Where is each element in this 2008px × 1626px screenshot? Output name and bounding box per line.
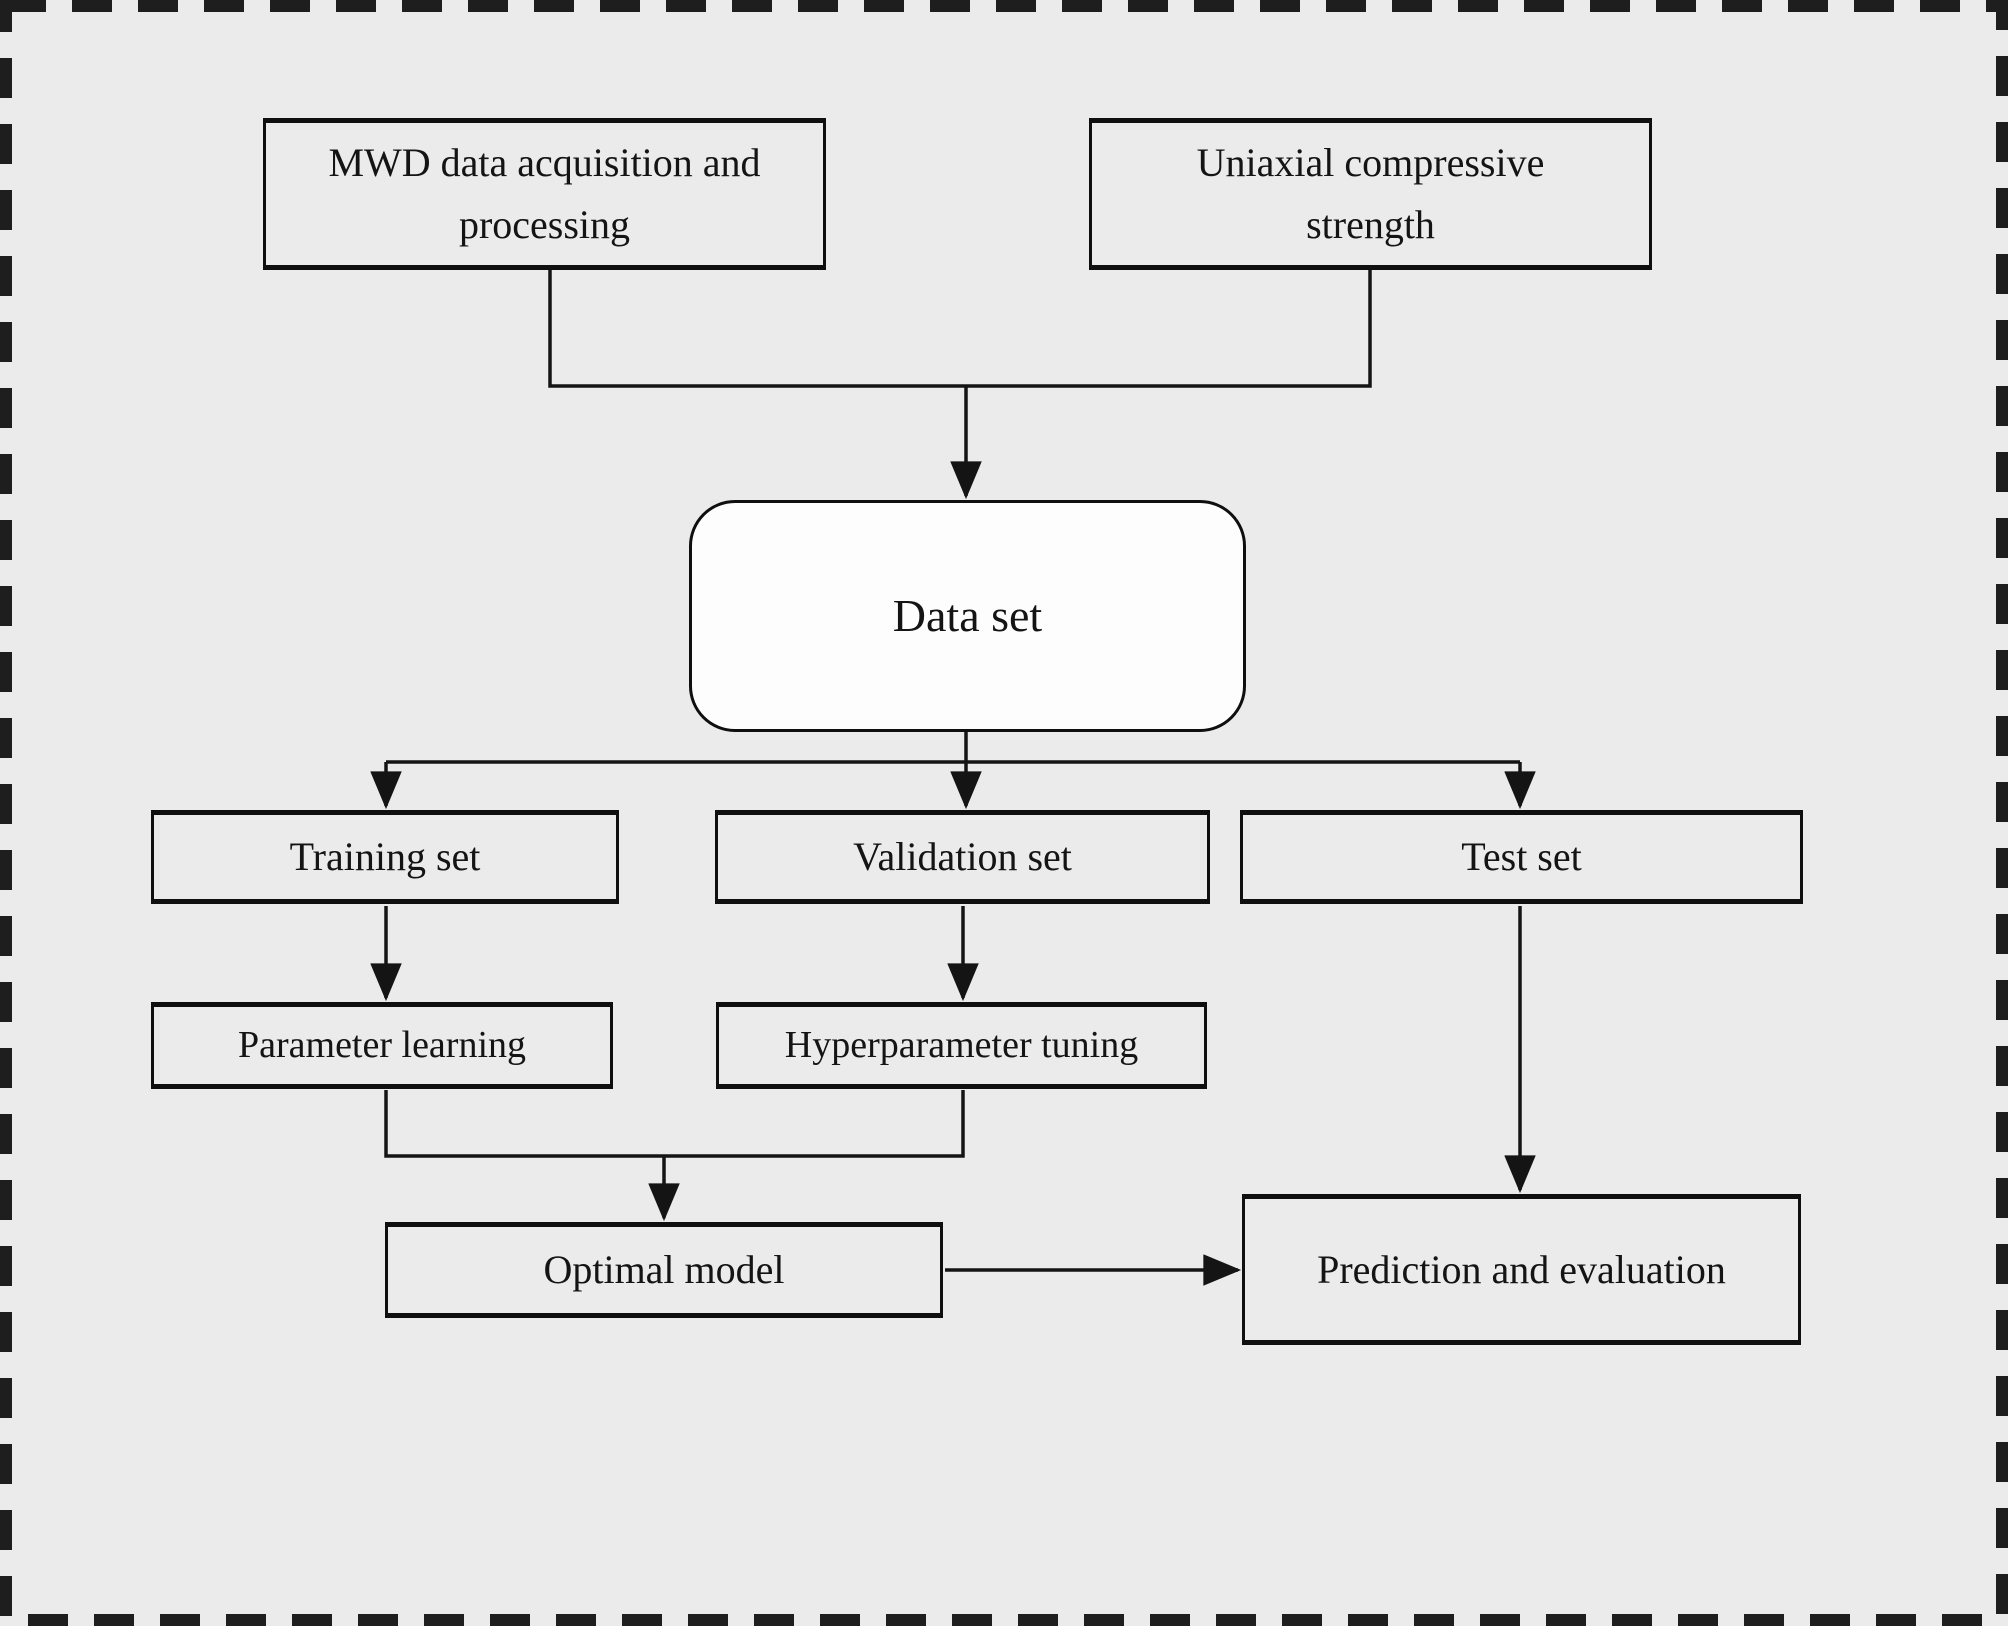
node-validation-set: Validation set	[715, 810, 1210, 904]
node-mwd-label: MWD data acquisition and processing	[328, 140, 761, 247]
node-validation-label: Validation set	[853, 834, 1072, 879]
edge-parameter-hyper-merge	[384, 1090, 965, 1158]
node-test-set: Test set	[1240, 810, 1803, 904]
node-training-set: Training set	[151, 810, 619, 904]
node-parameter-learning: Parameter learning	[151, 1002, 613, 1089]
node-mwd-data-acquisition: MWD data acquisition and processing	[263, 118, 826, 270]
edge-mwd-ucs-merge	[548, 268, 1372, 388]
node-hyperparameter-label: Hyperparameter tuning	[784, 1024, 1139, 1067]
node-dataset-label: Data set	[892, 590, 1043, 642]
node-prediction-evaluation: Prediction and evaluation	[1242, 1194, 1801, 1345]
node-uniaxial-compressive-strength: Uniaxial compressive strength	[1089, 118, 1652, 270]
node-data-set: Data set	[689, 500, 1246, 732]
node-optimal-model: Optimal model	[385, 1222, 943, 1318]
node-hyperparameter-tuning: Hyperparameter tuning	[716, 1002, 1207, 1089]
node-training-label: Training set	[289, 834, 481, 879]
node-parameter-label: Parameter learning	[237, 1024, 527, 1067]
node-test-label: Test set	[1461, 834, 1582, 879]
node-optimal-label: Optimal model	[543, 1247, 785, 1292]
node-prediction-label: Prediction and evaluation	[1317, 1246, 1726, 1292]
node-ucs-label: Uniaxial compressive strength	[1196, 140, 1545, 247]
